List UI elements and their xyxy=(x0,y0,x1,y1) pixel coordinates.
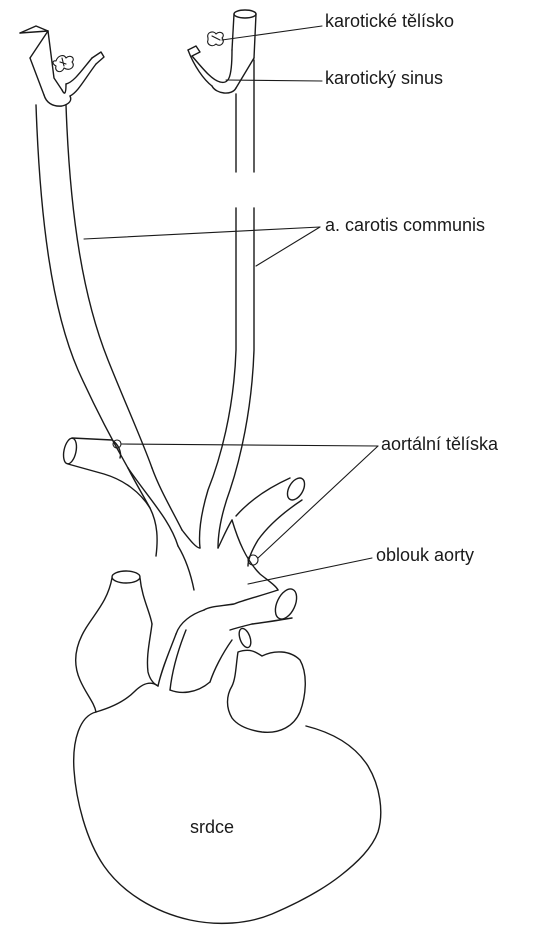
right-common-carotid xyxy=(199,60,254,548)
vena-cava xyxy=(76,571,152,712)
label-common-carotid: a. carotis communis xyxy=(325,216,485,234)
label-heart: srdce xyxy=(190,818,234,836)
left-carotid-top xyxy=(20,26,104,106)
leader-lines xyxy=(84,26,378,584)
left-auricle xyxy=(228,650,306,732)
label-aortic-arch: oblouk aorty xyxy=(376,546,474,564)
label-carotid-sinus: karotický sinus xyxy=(325,69,443,87)
brachiocephalic-trunk xyxy=(61,437,182,556)
label-carotid-body: karotické tělísko xyxy=(325,12,454,30)
left-subclavian xyxy=(236,475,308,566)
heart-outline xyxy=(74,624,381,923)
pulmonary-trunk xyxy=(158,610,253,690)
aortic-junction xyxy=(128,468,232,548)
label-aortic-bodies: aortální tělíska xyxy=(381,435,498,453)
left-common-carotid xyxy=(36,105,152,468)
